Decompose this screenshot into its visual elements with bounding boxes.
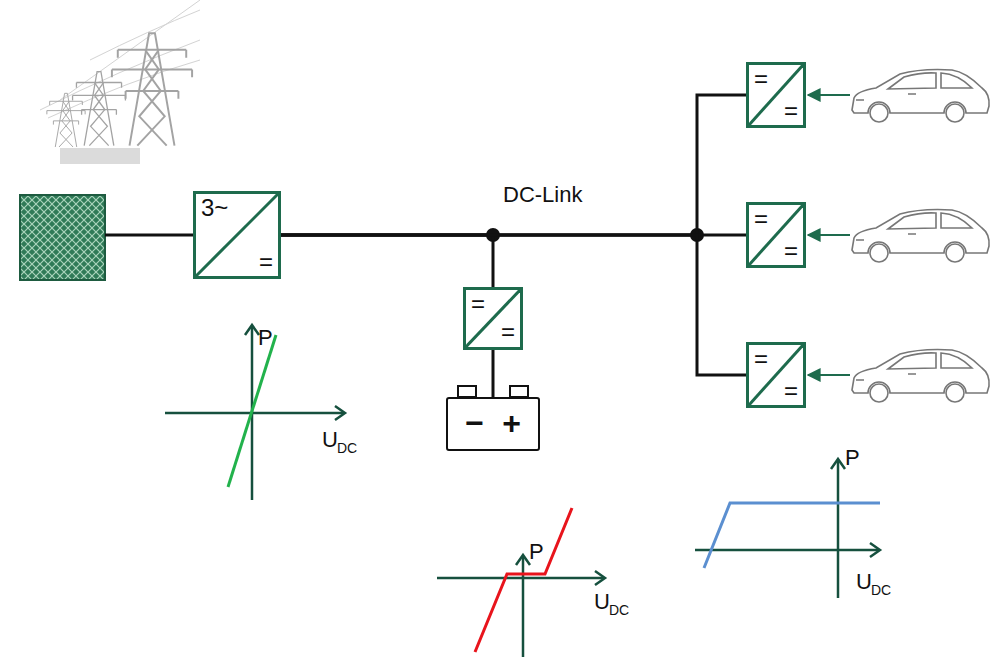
axis-subscript: DC	[871, 583, 891, 598]
dc-wire	[281, 235, 746, 375]
bus-label-holder: DC-Link	[503, 183, 582, 207]
axis-label: P	[529, 540, 544, 564]
converter-symbol: =	[784, 238, 798, 264]
ac-grid-symbol	[20, 195, 105, 280]
axis-subscript-holder: DC	[337, 441, 357, 456]
dc-dc-converter: ==	[746, 62, 806, 128]
converter-symbol: 3~	[201, 195, 228, 221]
dc-dc-converter: ==	[746, 342, 806, 408]
dc-dc-converter: ==	[463, 287, 523, 350]
bus-label: DC-Link	[503, 183, 582, 207]
droop-graph-car	[695, 459, 880, 598]
converter-symbol: =	[784, 98, 798, 124]
dc-wire	[492, 350, 495, 397]
axis-subscript-holder: DC	[609, 603, 629, 618]
axis-subscript-holder: DC	[871, 583, 891, 598]
axis-label-holder: P	[258, 326, 273, 350]
axis-label: U	[322, 428, 338, 452]
axis-label: U	[594, 590, 610, 614]
converter-symbol: =	[754, 346, 768, 372]
dc-dc-converter: ==	[746, 202, 806, 268]
droop-graph-grid	[165, 325, 345, 500]
terminal-sign: −	[465, 406, 484, 441]
electric-cars	[808, 70, 989, 403]
converter-symbol: =	[259, 249, 273, 275]
axis-label-holder: U	[594, 590, 610, 614]
converter-symbol: =	[784, 378, 798, 404]
axis-label-holder: U	[856, 570, 872, 594]
power-pylons	[40, 0, 200, 164]
battery-symbol: −+	[446, 397, 540, 451]
axis-label: P	[258, 326, 273, 350]
terminal-sign: +	[502, 406, 521, 441]
converter-symbol: =	[471, 291, 485, 317]
axis-label-holder: P	[845, 446, 860, 470]
converter-symbol: =	[754, 206, 768, 232]
axis-label-holder: U	[322, 428, 338, 452]
axis-subscript: DC	[337, 441, 357, 456]
droop-graph-battery	[437, 508, 605, 657]
dc-wire	[281, 95, 746, 235]
axis-label-holder: P	[529, 540, 544, 564]
converter-symbol: =	[501, 319, 515, 345]
grid-wire	[105, 234, 193, 237]
axis-label: U	[856, 570, 872, 594]
axis-label: P	[845, 446, 860, 470]
dc-wire	[281, 235, 493, 287]
converter-symbol: =	[754, 66, 768, 92]
axis-subscript: DC	[609, 603, 629, 618]
ac-dc-converter: 3~ =	[193, 191, 281, 279]
